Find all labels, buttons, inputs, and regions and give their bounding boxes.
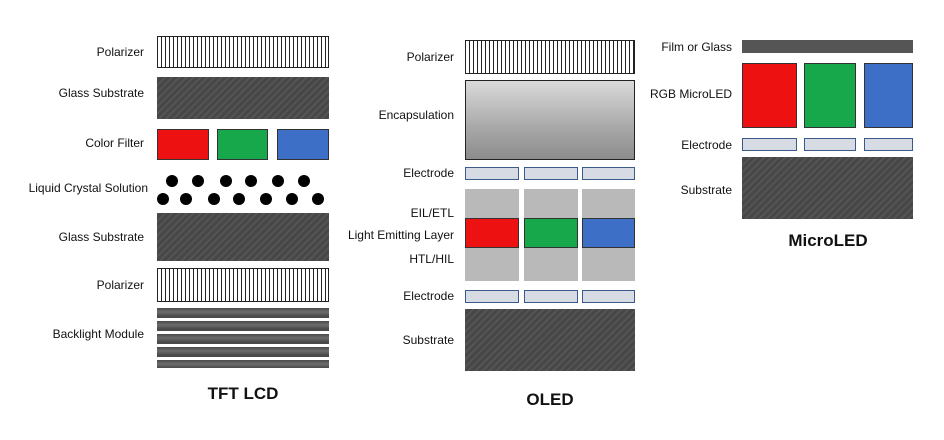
microled-green: [804, 63, 856, 128]
oled-emitting-layer-label: Light Emitting Layer: [347, 228, 454, 242]
oled-polarizer: [465, 40, 635, 74]
microled-blue: [864, 63, 913, 128]
tft-polarizer-top: [157, 36, 329, 68]
oled-electrode-bottom: [524, 290, 578, 303]
oled-polarizer-label: Polarizer: [406, 50, 454, 64]
tft-lcd-title: TFT LCD: [207, 384, 279, 403]
tft-polarizer-bottom-label: Polarizer: [96, 278, 144, 292]
oled-emitter-blue: [582, 218, 635, 248]
tft-glass-substrate-bottom: [157, 213, 329, 261]
liquid-crystal-molecule: [286, 193, 298, 205]
tft-backlight-label: Backlight Module: [52, 327, 144, 341]
tft-color-filter-green: [217, 129, 268, 160]
oled-electrode-top-label: Electrode: [403, 166, 454, 180]
tft-polarizer-bottom: [157, 268, 329, 302]
tft-color-filter-label: Color Filter: [85, 136, 144, 150]
oled-electrode-bottom: [465, 290, 519, 303]
microled-substrate-label: Substrate: [680, 183, 732, 197]
tft-polarizer-top-label: Polarizer: [96, 45, 144, 59]
microled-red: [742, 63, 797, 128]
microled-film-or-glass: [742, 40, 913, 53]
oled-electrode-bottom: [582, 290, 635, 303]
liquid-crystal-molecule: [157, 193, 169, 205]
liquid-crystal-molecule: [233, 193, 245, 205]
microled-electrode-label: Electrode: [681, 138, 732, 152]
tft-glass-top-label: Glass Substrate: [58, 86, 144, 100]
oled-electrode-top: [524, 167, 578, 180]
microled-electrode: [804, 138, 856, 151]
tft-color-filter-blue: [277, 129, 329, 160]
oled-encapsulation: [465, 80, 635, 160]
liquid-crystal-molecule: [312, 193, 324, 205]
liquid-crystal-molecule: [260, 193, 272, 205]
liquid-crystal-molecule: [180, 193, 192, 205]
oled-substrate-label: Substrate: [402, 333, 454, 347]
tft-backlight-module: [157, 308, 329, 368]
tft-glass-substrate-top: [157, 77, 329, 119]
microled-electrode: [742, 138, 797, 151]
liquid-crystal-molecule: [192, 175, 204, 187]
oled-htl-hil-label: HTL/HIL: [409, 252, 454, 266]
tft-liquid-crystal-layer: [157, 170, 329, 210]
oled-electrode-top: [582, 167, 635, 180]
tft-color-filter-red: [157, 129, 209, 160]
microled-substrate: [742, 157, 913, 219]
oled-title: OLED: [526, 390, 574, 409]
liquid-crystal-molecule: [245, 175, 257, 187]
oled-electrode-top: [465, 167, 519, 180]
liquid-crystal-molecule: [220, 175, 232, 187]
oled-emitter-green: [524, 218, 578, 248]
liquid-crystal-molecule: [208, 193, 220, 205]
oled-eil-etl-label: EIL/ETL: [410, 206, 454, 220]
tft-glass-bottom-label: Glass Substrate: [58, 230, 144, 244]
microled-film-label: Film or Glass: [661, 40, 732, 54]
oled-substrate: [465, 309, 635, 371]
oled-encapsulation-label: Encapsulation: [378, 108, 454, 122]
microled-electrode: [864, 138, 913, 151]
oled-electrode-bottom-label: Electrode: [403, 289, 454, 303]
tft-liquid-crystal-label: Liquid Crystal Solution: [28, 181, 148, 195]
oled-emitter-red: [465, 218, 519, 248]
liquid-crystal-molecule: [166, 175, 178, 187]
liquid-crystal-molecule: [272, 175, 284, 187]
microled-title: MicroLED: [788, 231, 868, 250]
microled-rgb-label: RGB MicroLED: [649, 87, 732, 101]
liquid-crystal-molecule: [298, 175, 310, 187]
